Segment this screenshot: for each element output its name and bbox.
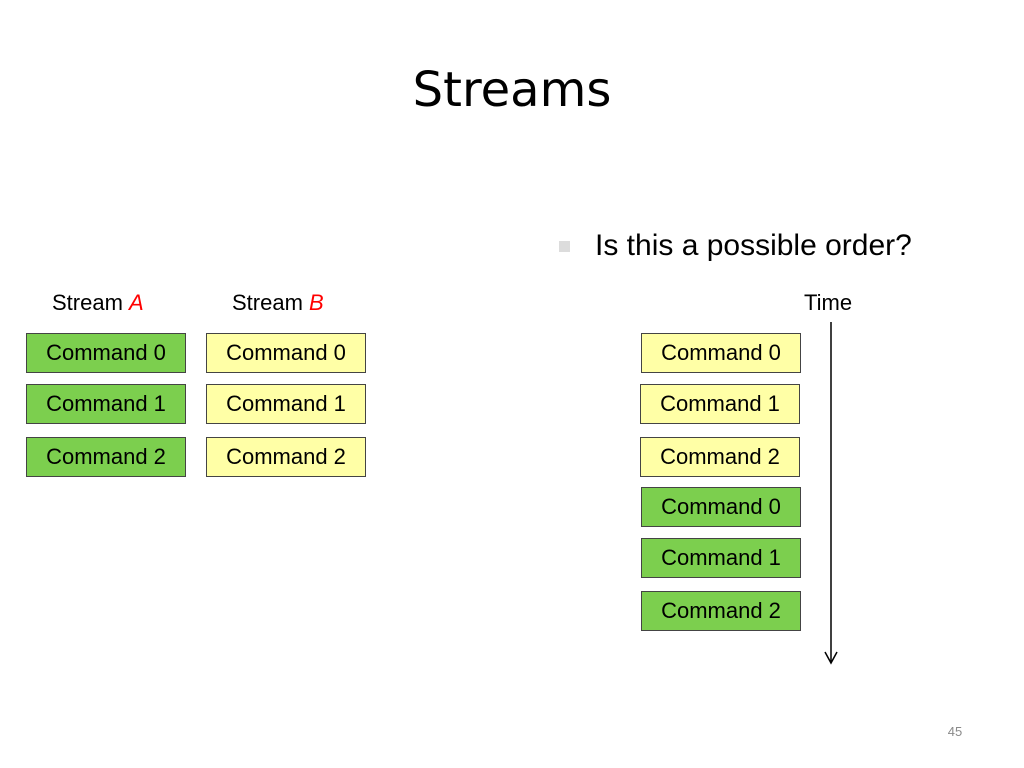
arrow-down-icon <box>824 651 838 665</box>
timeline-command-5: Command 2 <box>641 591 801 631</box>
stream-b-command-1: Command 1 <box>206 384 366 424</box>
page-number: 45 <box>947 724 963 739</box>
stream-a-label: Stream A <box>52 290 144 316</box>
bullet-text: Is this a possible order? <box>595 229 912 262</box>
timeline-command-1: Command 1 <box>640 384 800 424</box>
stream-b-label: Stream B <box>232 290 324 316</box>
stream-a-command-2: Command 2 <box>26 437 186 477</box>
stream-b-label-prefix: Stream <box>232 290 310 315</box>
stream-a-command-0: Command 0 <box>26 333 186 373</box>
timeline-command-3: Command 0 <box>641 487 801 527</box>
stream-a-label-prefix: Stream <box>52 290 130 315</box>
stream-b-letter: B <box>309 290 324 315</box>
stream-b-command-2: Command 2 <box>206 437 366 477</box>
stream-b-command-0: Command 0 <box>206 333 366 373</box>
stream-a-command-1: Command 1 <box>26 384 186 424</box>
bullet-square-icon <box>559 240 570 252</box>
stream-a-letter: A <box>129 290 144 315</box>
timeline-command-4: Command 1 <box>641 538 801 578</box>
bullet-item: Is this a possible order? <box>559 226 912 266</box>
time-label: Time <box>804 290 853 315</box>
timeline-command-0: Command 0 <box>641 333 801 373</box>
timeline-command-2: Command 2 <box>640 437 800 477</box>
slide-title: Streams <box>412 62 612 118</box>
